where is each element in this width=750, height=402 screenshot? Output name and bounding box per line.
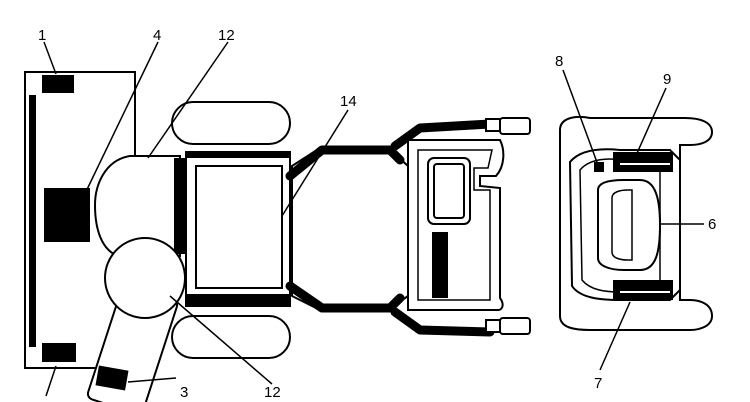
callout-4: 4 — [153, 27, 161, 44]
engine-side-bar — [174, 158, 186, 254]
callout-6: 6 — [708, 216, 716, 233]
front-axle-top — [390, 119, 495, 151]
leader-lines — [43, 41, 704, 397]
callout-12-top: 12 — [218, 27, 235, 44]
callout-3: 3 — [180, 384, 188, 401]
part-3-block — [95, 365, 129, 391]
console-inner — [417, 149, 493, 301]
console-panel-inner — [433, 163, 465, 219]
callout-1: 1 — [38, 27, 46, 44]
leader-3 — [127, 377, 177, 383]
tires — [171, 101, 291, 359]
frame-top-bar — [186, 152, 290, 158]
part-8-block — [594, 162, 604, 172]
axle-cap-top — [499, 117, 531, 135]
bagger-assembly — [86, 237, 186, 402]
part-7-block — [613, 280, 673, 300]
axle-end-top — [485, 118, 501, 132]
leader-bottom-left — [45, 365, 57, 397]
leader-4 — [79, 41, 159, 205]
console-strip — [432, 232, 448, 298]
frame-rail-bottom — [285, 281, 405, 313]
callout-8: 8 — [555, 53, 563, 70]
leader-14 — [281, 109, 349, 217]
drive-frame — [285, 117, 531, 337]
part-9-block — [613, 152, 673, 172]
leader-7 — [599, 301, 631, 371]
front-console — [407, 139, 505, 311]
deck-edge-bar — [29, 95, 36, 347]
part-1-block — [42, 75, 74, 93]
rear-tire-bottom — [171, 315, 291, 359]
leader-8 — [562, 69, 599, 166]
leader-1 — [43, 41, 57, 75]
frame-bottom-bar — [186, 294, 290, 306]
seat-panel — [195, 165, 283, 289]
axle-end-bottom — [485, 319, 501, 333]
leader-12-bottom — [169, 295, 273, 385]
callout-12-bottom: 12 — [264, 384, 281, 401]
engine-hood-assembly — [93, 155, 186, 257]
axle-cap-bottom — [499, 317, 531, 335]
bagger-hub — [104, 237, 186, 319]
callout-14: 14 — [340, 93, 357, 110]
part-bottom-left-block — [42, 343, 76, 362]
front-grille-slot — [611, 189, 633, 261]
callout-labels: 1 4 12 14 8 9 6 7 3 12 — [38, 27, 716, 401]
engine-cover — [93, 155, 181, 257]
callout-9: 9 — [663, 71, 671, 88]
front-axle-bottom — [390, 307, 495, 337]
rear-tire-top — [171, 101, 291, 145]
front-grille — [597, 179, 662, 271]
callout-7: 7 — [594, 375, 602, 392]
frame-rail-top — [285, 145, 405, 181]
part-4-block — [44, 188, 90, 242]
seat-frame-assembly — [185, 151, 291, 307]
front-view-assembly — [559, 115, 714, 331]
leader-9 — [633, 87, 667, 161]
leader-12-top — [147, 41, 229, 159]
